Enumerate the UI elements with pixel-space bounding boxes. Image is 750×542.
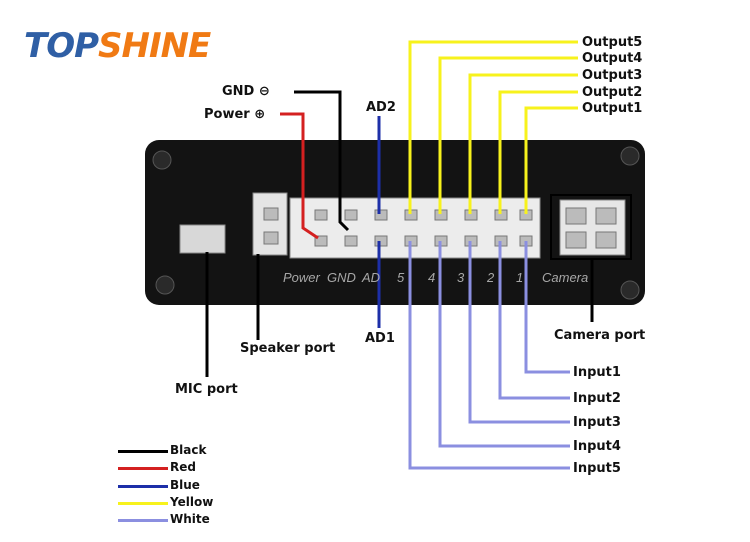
strip-pin-3: 3 [457, 270, 465, 285]
screw-top-right [620, 146, 640, 166]
output2-label: Output2 [582, 85, 643, 100]
logo-text-top: TOP [24, 26, 99, 66]
strip-label-gnd: GND [327, 270, 356, 285]
power-wire [280, 112, 319, 240]
strip-pin-2: 2 [487, 270, 495, 285]
legend-swatch-blue [118, 485, 168, 488]
legend-swatch-yellow [118, 502, 168, 505]
legend-swatch-black [118, 450, 168, 453]
legend-swatch-red [118, 467, 168, 470]
output4-label: Output4 [582, 51, 643, 66]
input4-label: Input4 [573, 439, 621, 454]
brand-logo: TOP SHINE [24, 26, 211, 76]
output3-label: Output3 [582, 68, 643, 83]
input3-label: Input3 [573, 415, 621, 430]
ad1-label: AD1 [365, 331, 395, 346]
output-wires [408, 40, 578, 214]
strip-pin-5: 5 [397, 270, 405, 285]
power-label: Power ⊕ [204, 107, 266, 122]
strip-label-ad: AD [362, 270, 381, 285]
strip-pin-4: 4 [428, 270, 436, 285]
camera-port-label: Camera port [554, 328, 646, 343]
output1-label: Output1 [582, 101, 643, 116]
mic-port-label: MIC port [175, 382, 238, 397]
legend-label-white: White [170, 512, 210, 526]
input1-label: Input1 [573, 365, 621, 380]
speaker-connector [252, 192, 288, 256]
legend-label-black: Black [170, 443, 207, 457]
screw-bottom-right [620, 280, 640, 300]
main-connector [289, 197, 541, 259]
legend-label-yellow: Yellow [170, 495, 214, 509]
strip-pin-1: 1 [516, 270, 524, 285]
mic-connector [179, 224, 226, 254]
screw-bottom-left [155, 275, 175, 295]
input-wires [408, 241, 570, 470]
strip-label-power: Power [283, 270, 320, 285]
legend-label-red: Red [170, 460, 196, 474]
speaker-port-label: Speaker port [240, 341, 336, 356]
input2-label: Input2 [573, 391, 621, 406]
legend-label-blue: Blue [170, 478, 200, 492]
screw-top-left [152, 150, 172, 170]
input5-label: Input5 [573, 461, 621, 476]
gnd-wire [294, 90, 350, 232]
strip-label-camera: Camera [542, 270, 589, 285]
ad2-label: AD2 [366, 100, 396, 115]
legend-swatch-white [118, 519, 168, 522]
logo-text-shine: SHINE [98, 26, 211, 66]
gnd-label: GND ⊖ [222, 84, 270, 99]
output5-label: Output5 [582, 35, 643, 50]
